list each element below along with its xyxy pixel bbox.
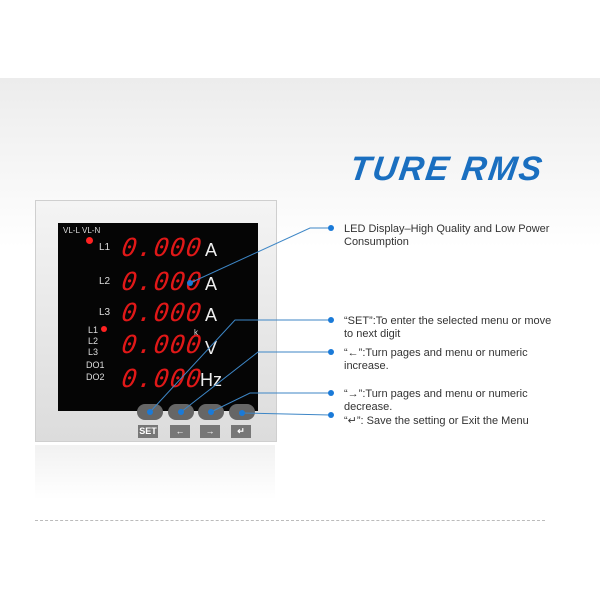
callout-right: “→”:Turn pages and menu or numeric decre… [344,388,528,413]
side-label: L1 [88,325,99,335]
callout-dot [328,317,334,323]
callout-dot [239,410,245,416]
row-label: L1 [99,242,111,253]
vll-label: VL-L [63,226,80,235]
unit-label: A [205,274,218,294]
unit-label: A [205,305,218,325]
set-key-label: SET [138,425,158,438]
side-label: L3 [88,347,99,357]
callout-set: “SET”:To enter the selected menu or move… [344,315,552,340]
divider [35,520,545,521]
callout-dot [328,349,334,355]
vln-label: VL-N [82,226,101,235]
side-label: DO2 [86,372,105,382]
callout-line [189,227,330,284]
enter-key-label: ↵ [231,425,251,438]
row-label: L2 [99,276,111,287]
reflection [35,445,275,500]
callout-line [241,412,331,416]
left-key-label: ← [170,425,190,438]
callout-dot [147,409,153,415]
meter-panel [35,200,277,442]
right-key-label: → [200,425,220,438]
unit-label: A [205,240,218,260]
callout-line [149,319,330,413]
side-label: L2 [88,336,99,346]
led-indicator [86,237,93,244]
led-indicator [101,326,107,332]
side-label: DO1 [86,360,105,370]
callout-line [180,351,330,413]
callout-dot [187,280,193,286]
led-display [58,223,258,411]
callout-led-display: LED Display–High Quality and Low Power C… [344,223,550,248]
unit-prefix: k [194,328,198,337]
callout-dot [328,412,334,418]
callout-line [210,392,330,413]
unit-label: Hz [200,370,222,390]
callout-dot [328,225,334,231]
callout-dot [208,409,214,415]
row-label: L3 [99,307,111,318]
callout-enter: “↵”: Save the setting or Exit the Menu [344,415,529,427]
callout-left: “←”:Turn pages and menu or numeric incre… [344,347,528,372]
callout-dot [178,409,184,415]
callout-dot [328,390,334,396]
